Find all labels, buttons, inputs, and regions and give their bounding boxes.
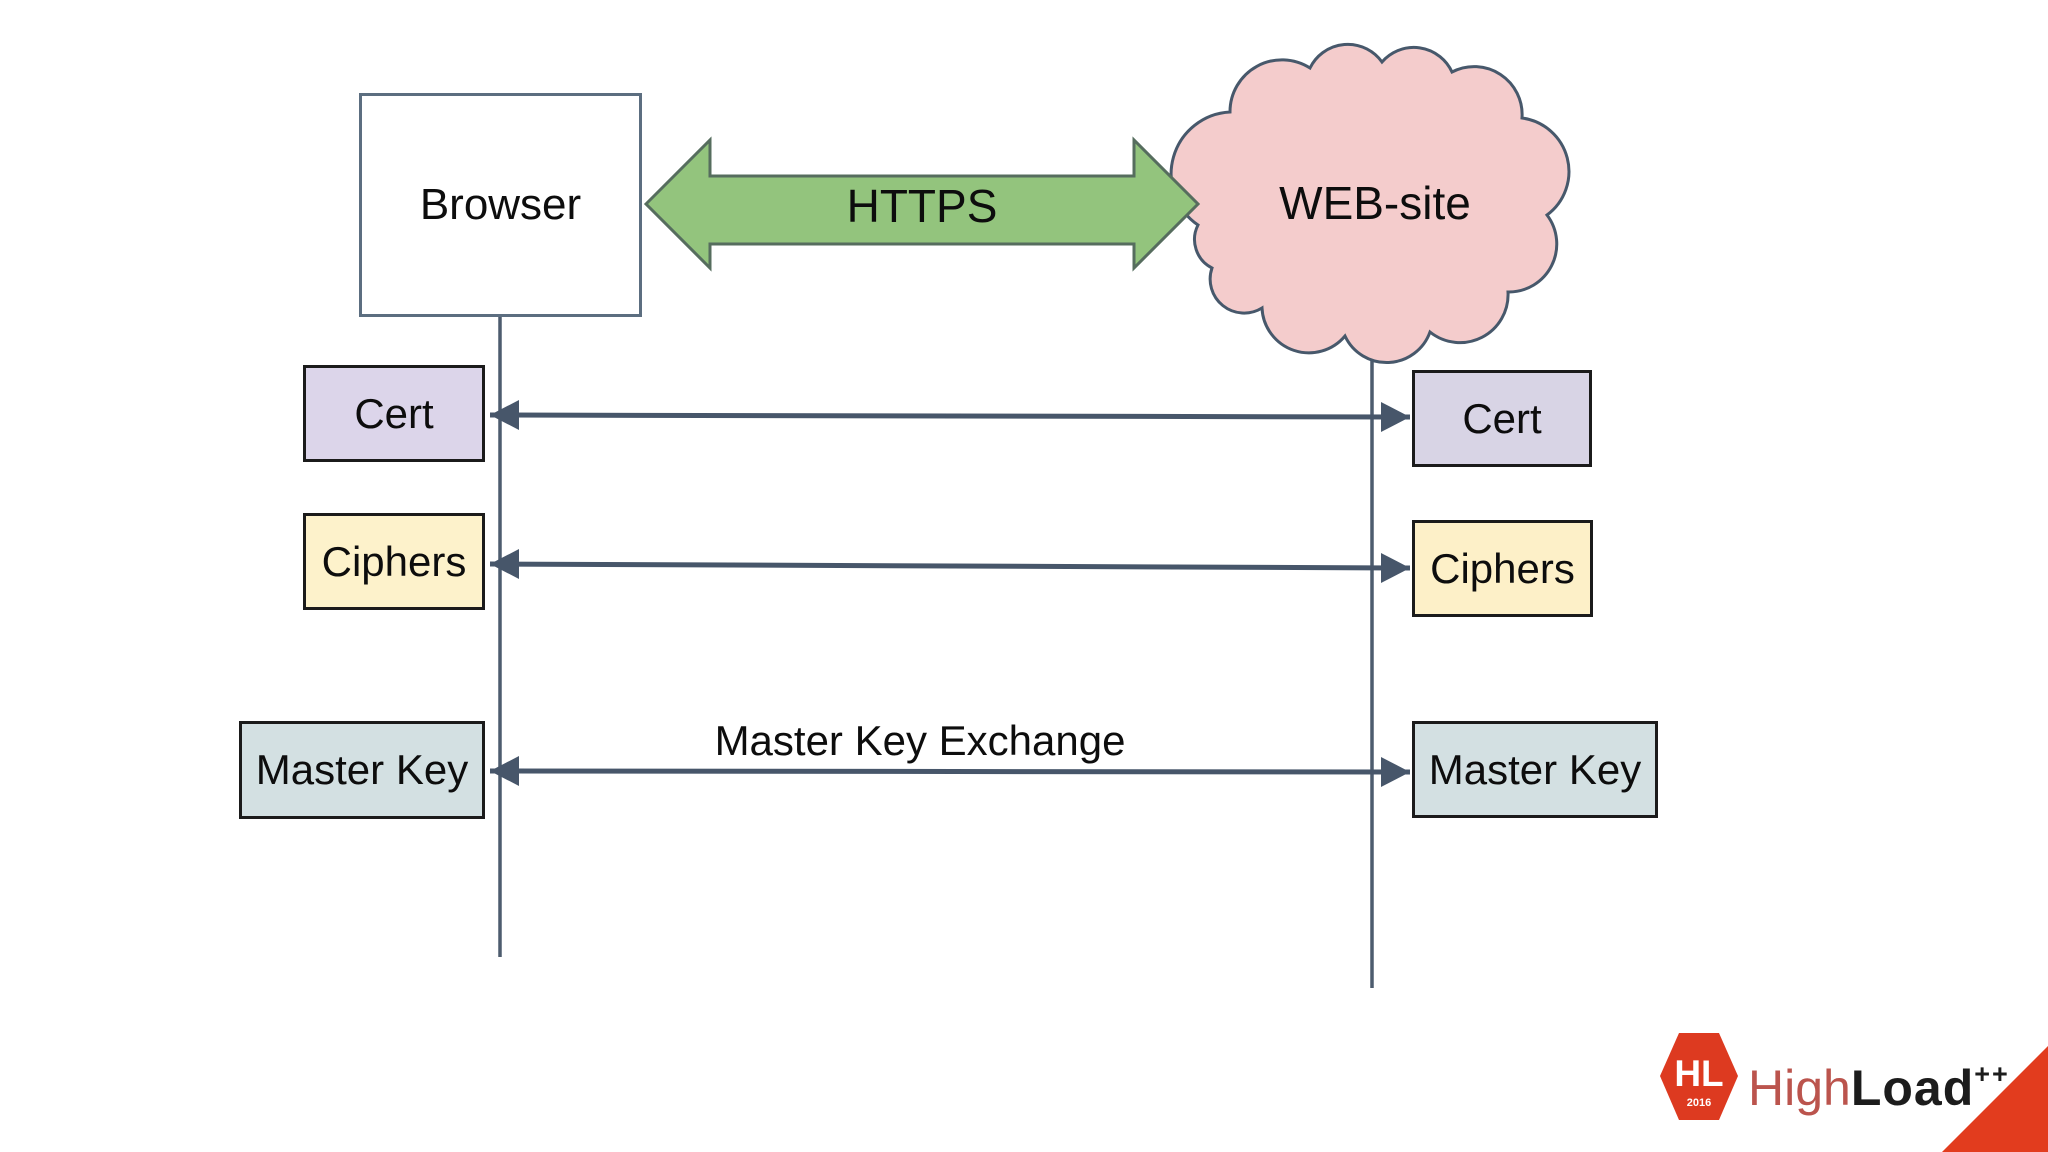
website-actor-label: WEB-site <box>1203 168 1547 238</box>
logo-plusplus-text: ++ <box>1974 1059 2010 1089</box>
cert-box-browser-label: Cert <box>354 389 434 437</box>
master-key-box-browser: Master Key <box>239 721 485 819</box>
https-connection-label: HTTPS <box>710 172 1134 240</box>
ciphers-box-website-label: Ciphers <box>1430 544 1575 592</box>
highload-logo-wordmark: HighLoad++ <box>1748 1044 2010 1116</box>
logo-badge-text: HL <box>1674 1053 1723 1094</box>
ciphers-exchange-arrow <box>489 549 1411 583</box>
master-key-exchange-caption: Master Key Exchange <box>620 712 1220 770</box>
cert-box-browser: Cert <box>303 365 485 462</box>
logo-hexagon <box>1660 1033 1738 1120</box>
website-cloud-shape <box>1169 42 1571 364</box>
website-actor-text: WEB-site <box>1279 177 1471 229</box>
master-key-exchange-arrow <box>489 756 1411 787</box>
cert-exchange-arrow <box>489 400 1411 432</box>
master-key-box-website-label: Master Key <box>1428 745 1642 793</box>
logo-badge-year: 2016 <box>1687 1097 1711 1109</box>
ciphers-box-website: Ciphers <box>1412 520 1593 617</box>
https-text: HTTPS <box>846 180 998 232</box>
ciphers-box-browser: Ciphers <box>303 513 485 610</box>
logo-high-text: High <box>1748 1060 1851 1116</box>
ciphers-box-browser-label: Ciphers <box>321 537 467 585</box>
corner-triangle <box>1942 1046 2048 1152</box>
cert-box-website-label: Cert <box>1462 394 1542 442</box>
cert-box-website: Cert <box>1412 370 1592 467</box>
master-key-box-browser-label: Master Key <box>255 746 469 793</box>
master-key-exchange-text: Master Key Exchange <box>714 717 1126 764</box>
https-double-arrow <box>643 136 1201 272</box>
browser-actor-box: Browser <box>359 93 642 317</box>
master-key-box-website: Master Key <box>1412 721 1658 818</box>
logo-load-text: Load <box>1850 1060 1975 1116</box>
browser-actor-label: Browser <box>419 180 582 229</box>
